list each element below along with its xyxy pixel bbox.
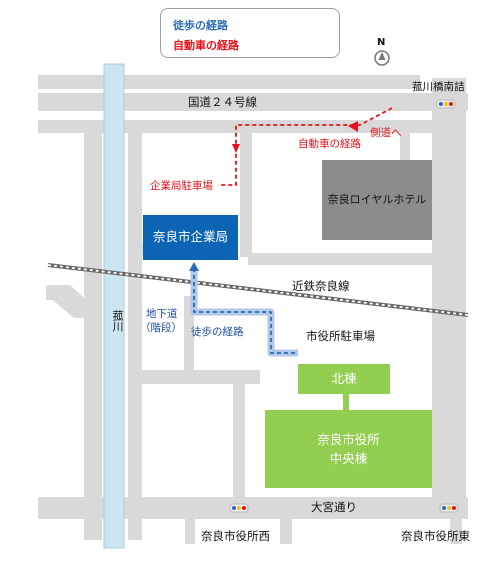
building-central xyxy=(265,410,432,488)
railway-kintetsu xyxy=(47,263,469,317)
label-hotel: 奈良ロイヤルホテル xyxy=(327,192,427,206)
label-omiya: 大宮通り xyxy=(311,500,357,514)
label-underground-1: 地下道 xyxy=(146,308,178,320)
road-mid-vertical xyxy=(240,132,252,257)
road-bottom-stub-1 xyxy=(185,519,195,544)
car-route-arrow-1 xyxy=(348,121,358,132)
label-city-office-parking: 市役所駐車場 xyxy=(306,329,375,343)
north-arrow-icon xyxy=(374,50,390,66)
traffic-light-east xyxy=(439,503,459,513)
label-central-line2: 中央棟 xyxy=(329,451,368,466)
road-middle-horizontal xyxy=(135,370,260,384)
road-bottom-stub-3 xyxy=(450,519,462,544)
building-kigyokyoku xyxy=(143,215,238,260)
road-right-vertical xyxy=(432,78,466,518)
traffic-light-west xyxy=(229,503,249,513)
road-left-stub xyxy=(46,286,60,300)
label-kintetsu: 近鉄奈良線 xyxy=(292,279,350,293)
road-route24 xyxy=(38,93,468,111)
map-legend: 徒歩の経路 自動車の経路 xyxy=(160,8,340,58)
label-underground-2: （階段） xyxy=(140,322,182,334)
road-top-upper xyxy=(38,75,420,89)
walk-route xyxy=(189,262,298,357)
road-west-vertical xyxy=(233,380,245,498)
legend-walk-label: 徒歩の経路 xyxy=(173,19,228,32)
label-kigyokyoku: 奈良市企業局 xyxy=(152,229,228,245)
label-sokudo: 側道へ xyxy=(370,127,402,139)
label-central-line1: 奈良市役所 xyxy=(317,432,380,448)
traffic-lights xyxy=(229,99,459,513)
legend-car-label: 自動車の経路 xyxy=(173,39,239,52)
label-river-text: 菰川 xyxy=(111,310,124,332)
label-central-building: 奈良市役所 中央棟 xyxy=(265,420,432,480)
label-kigyokyoku-parking: 企業局駐車場 xyxy=(150,180,213,192)
label-walk-route: 徒歩の経路 xyxy=(191,326,244,338)
road-omiya xyxy=(38,497,468,519)
building-connector xyxy=(343,394,349,410)
building-nara-royal-hotel xyxy=(322,160,432,240)
label-car-route: 自動車の経路 xyxy=(298,138,361,150)
label-route24: 国道２４号線 xyxy=(188,95,257,109)
label-intersection-east: 奈良市役所東 xyxy=(401,529,470,543)
label-river: 菰川 xyxy=(111,310,124,334)
label-intersection-komo: 菰川橋南詰 xyxy=(412,81,465,93)
road-river-east xyxy=(128,120,142,540)
car-route-arrow-2 xyxy=(232,144,240,153)
road-bottom-stub-2 xyxy=(280,519,292,544)
road-network xyxy=(38,75,468,544)
road-hotel-top xyxy=(400,132,410,162)
label-intersection-west: 奈良市役所西 xyxy=(201,529,270,543)
walk-route-arrow xyxy=(189,262,199,271)
building-north xyxy=(298,364,390,394)
north-label: N xyxy=(377,37,386,48)
label-north-building: 北棟 xyxy=(331,370,357,386)
road-left-vertical xyxy=(84,120,102,540)
traffic-light-komo xyxy=(436,99,456,109)
river-komo xyxy=(103,63,125,549)
road-above-rail xyxy=(248,253,432,265)
road-south-rail-vertical xyxy=(184,296,194,376)
car-route xyxy=(218,107,393,186)
